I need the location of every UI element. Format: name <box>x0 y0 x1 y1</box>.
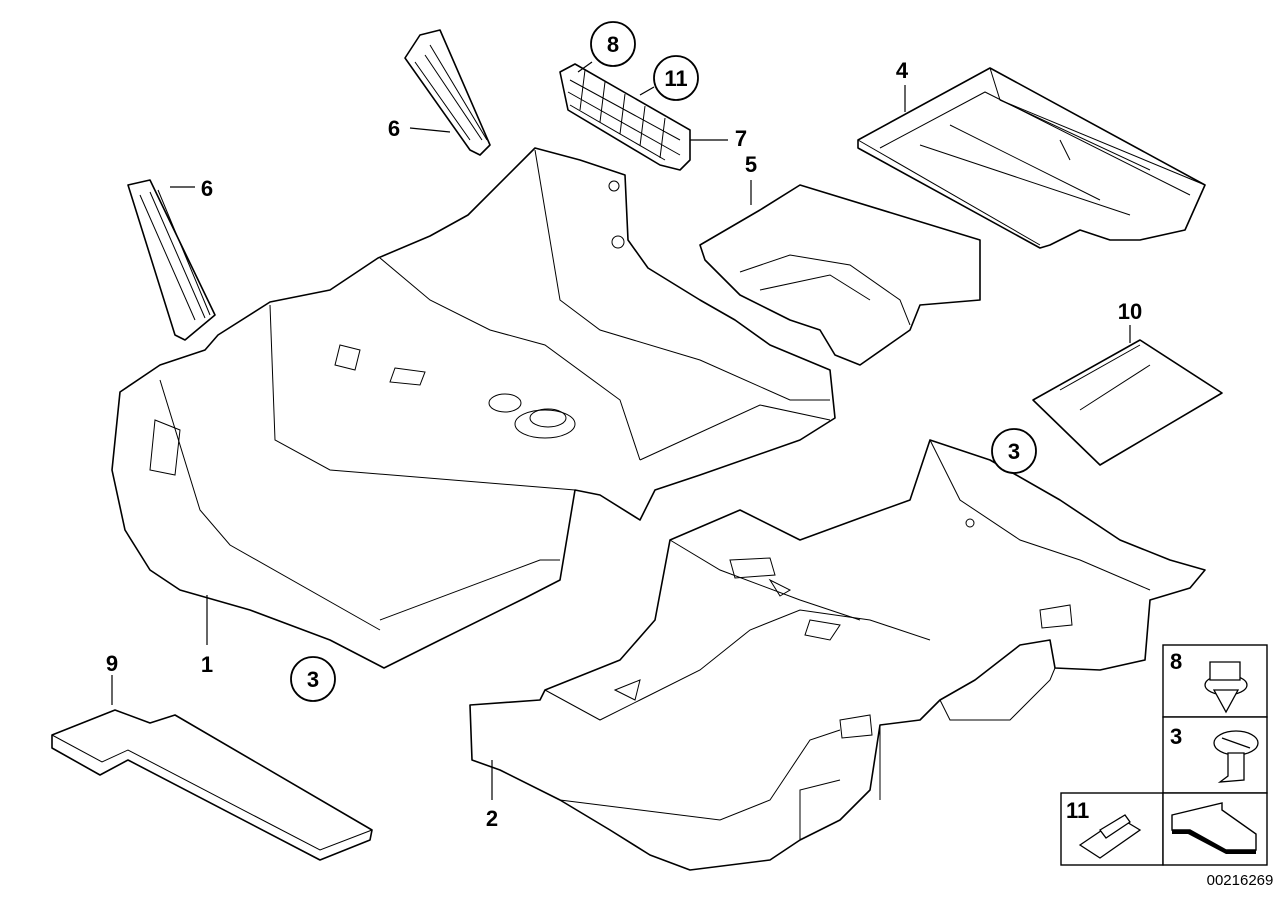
legend-label-3: 3 <box>1170 724 1182 749</box>
callout-4: 4 <box>896 58 909 83</box>
legend-box-arrow <box>1162 792 1268 866</box>
trunk-mat <box>699 184 981 366</box>
rear-floor-carpet <box>469 439 1206 871</box>
luggage-tray <box>857 67 1206 249</box>
callout-6-lower: 6 <box>201 176 213 201</box>
legend-label-11: 11 <box>1066 798 1089 823</box>
storage-net <box>559 63 691 171</box>
trim-strip-upper <box>404 29 491 156</box>
callout-circle-3-front <box>290 656 336 702</box>
callout-circle-11 <box>653 55 699 101</box>
callout-9: 9 <box>106 651 118 676</box>
callout-3-front: 3 <box>307 667 319 692</box>
callout-1: 1 <box>201 652 213 677</box>
callout-2: 2 <box>486 806 498 831</box>
callout-11: 11 <box>664 66 687 91</box>
callout-7: 7 <box>735 126 747 151</box>
floor-pad <box>1032 339 1223 466</box>
callout-circle-3-rear <box>991 428 1037 474</box>
legend-box-8: 8 <box>1162 644 1268 718</box>
callout-3-rear: 3 <box>1008 439 1020 464</box>
sound-insulation <box>51 709 373 861</box>
legend-box-11: 11 <box>1060 792 1164 866</box>
legend-label-8: 8 <box>1170 649 1182 674</box>
legend-box-3: 3 <box>1162 716 1268 794</box>
callout-8: 8 <box>607 32 619 57</box>
front-floor-carpet <box>111 147 836 669</box>
callout-circle-8 <box>590 21 636 67</box>
callout-6-upper: 6 <box>388 116 400 141</box>
leader-lines <box>111 61 1131 800</box>
trim-strip-lower <box>127 179 216 341</box>
callout-5: 5 <box>745 152 757 177</box>
document-number: 00216269 <box>1207 872 1274 889</box>
callout-10: 10 <box>1118 299 1142 324</box>
